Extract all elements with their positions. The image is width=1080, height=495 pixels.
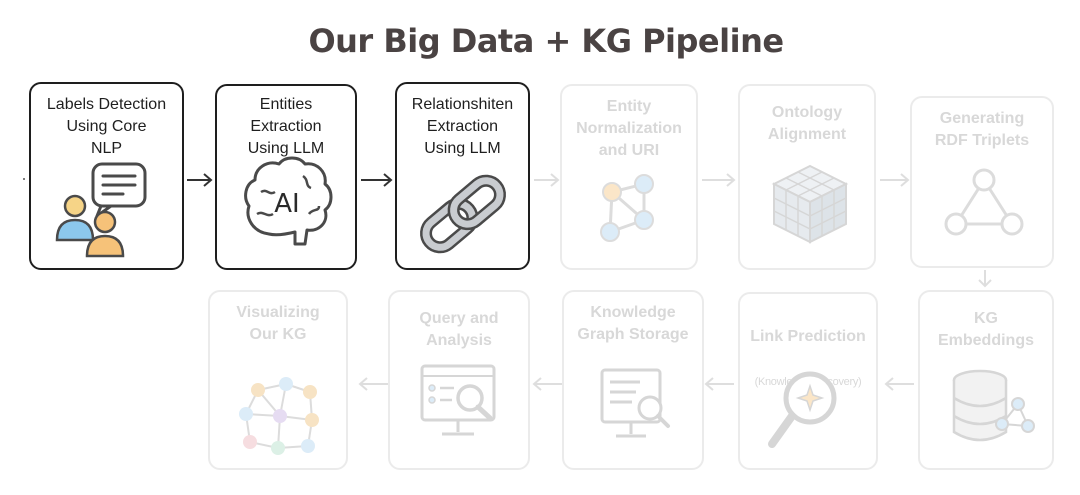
arrow-right-icon (534, 173, 560, 187)
step-link-prediction: Link Prediction (Knowledge Discovery) (738, 292, 878, 470)
stray-dot (23, 178, 25, 180)
step-label: Entities Extraction Using LLM (247, 96, 325, 157)
chat-users-icon (55, 162, 147, 258)
step-entities-extraction: Entities Extraction Using LLM AI (215, 84, 357, 270)
arrow-right-icon (880, 173, 910, 187)
arrow-left-icon (358, 377, 388, 391)
step-entity-normalization: Entity Normalization and URI (560, 84, 698, 270)
step-label: Relationshiten Extraction Using LLM (411, 96, 514, 157)
step-visualizing-kg: Visualizing Our KG (208, 290, 348, 470)
arrow-right-icon (702, 173, 736, 187)
arrow-down-icon (978, 270, 992, 288)
step-generating-rdf-triplets: Generating RDF Triplets (910, 96, 1054, 268)
step-label: KG Embeddings (937, 310, 1034, 349)
document-search-icon (600, 368, 670, 438)
step-ontology-alignment: Ontology Alignment (738, 84, 876, 270)
step-kg-embeddings: KG Embeddings (918, 290, 1054, 470)
step-labels-detection: Labels Detection Using Core NLP (29, 82, 184, 270)
step-label: Knowledge Graph Storage (577, 304, 689, 343)
network-graph-icon (239, 377, 319, 455)
magnifier-sparkle-icon (768, 371, 837, 448)
arrow-left-icon (532, 377, 562, 391)
step-label: Query and Analysis (419, 310, 499, 349)
step-query-and-analysis: Query and Analysis (388, 290, 530, 470)
cube-grid-icon (771, 164, 849, 244)
ai-text: AI (274, 189, 299, 219)
database-graph-icon (952, 369, 1035, 442)
step-label: Ontology Alignment (767, 104, 847, 143)
step-label: Labels Detection Using Core NLP (46, 96, 167, 157)
triangle-graph-icon (944, 168, 1024, 236)
monitor-search-icon (420, 364, 496, 436)
step-relationship-extraction: Relationshiten Extraction Using LLM (395, 82, 530, 270)
arrow-left-icon (884, 377, 914, 391)
arrow-right-icon (187, 173, 213, 187)
arrow-left-icon (704, 377, 734, 391)
step-label: Entity Normalization and URI (576, 98, 682, 159)
step-label: Generating RDF Triplets (934, 110, 1030, 149)
graph-nodes-icon (600, 174, 654, 242)
page-title: Our Big Data + KG Pipeline (308, 22, 784, 60)
step-knowledge-graph-storage: Knowledge Graph Storage (562, 290, 704, 470)
link-prediction-label: Link Prediction (750, 328, 866, 345)
arrow-right-icon (361, 173, 393, 187)
chain-link-icon (420, 174, 506, 254)
step-label: Visualizing Our KG (236, 304, 320, 343)
ai-brain-icon: AI (244, 156, 333, 246)
